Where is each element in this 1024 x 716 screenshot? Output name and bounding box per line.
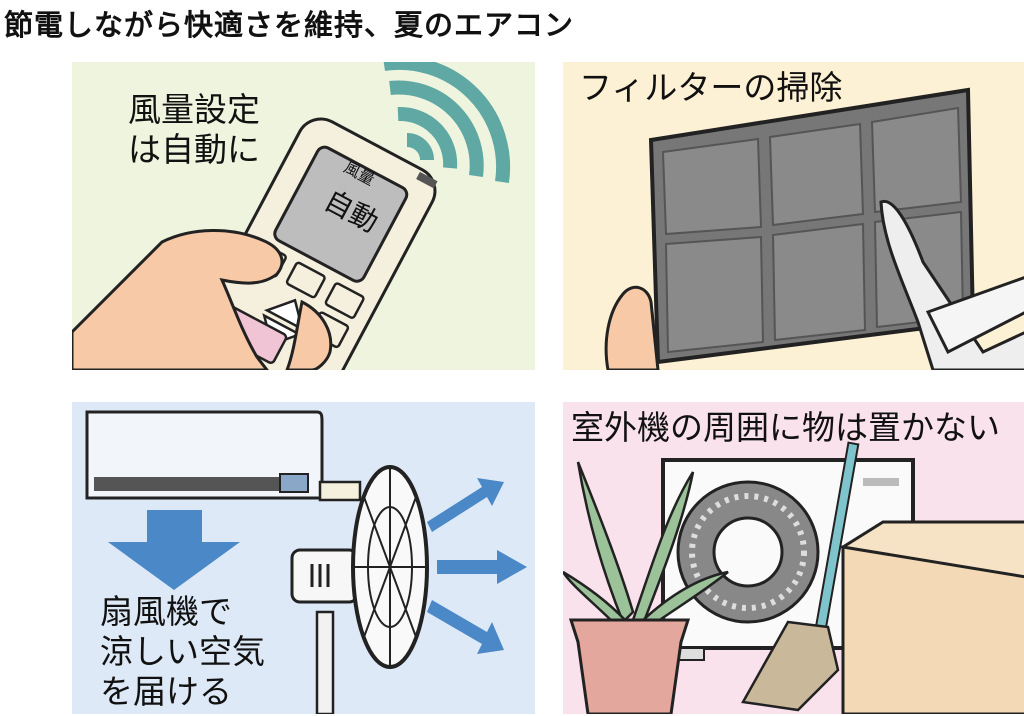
panel-electric-fan: 扇風機で 涼しい空気 を届ける [72,402,535,714]
signal-icon [383,62,511,184]
panel-outdoor-unit: 室外機の周囲に物は置かない [563,402,1024,714]
panel-filter: フィルターの掃除 [563,62,1024,370]
panel-fan-setting: 風量設定 は自動に 風量 自動 [72,62,535,370]
outdoor-unit-illustration [563,441,1024,714]
electric-fan-caption-line1: 扇風機で [100,592,232,631]
fan-setting-caption-line2: は自動に [128,130,260,169]
fan-setting-caption-line1: 風量設定 [128,90,260,129]
page-title: 節電しながら快適さを維持、夏のエアコン [4,8,575,42]
electric-fan-caption-line2: 涼しい空気 [100,632,265,671]
remote-control-illustration [72,62,511,370]
filter-cleaning-illustration [604,87,1024,370]
outdoor-unit-caption: 室外機の周囲に物は置かない [571,408,1000,447]
electric-fan-illustration [85,410,527,714]
filter-caption: フィルターの掃除 [579,68,843,107]
electric-fan-caption-line3: を届ける [100,672,232,711]
